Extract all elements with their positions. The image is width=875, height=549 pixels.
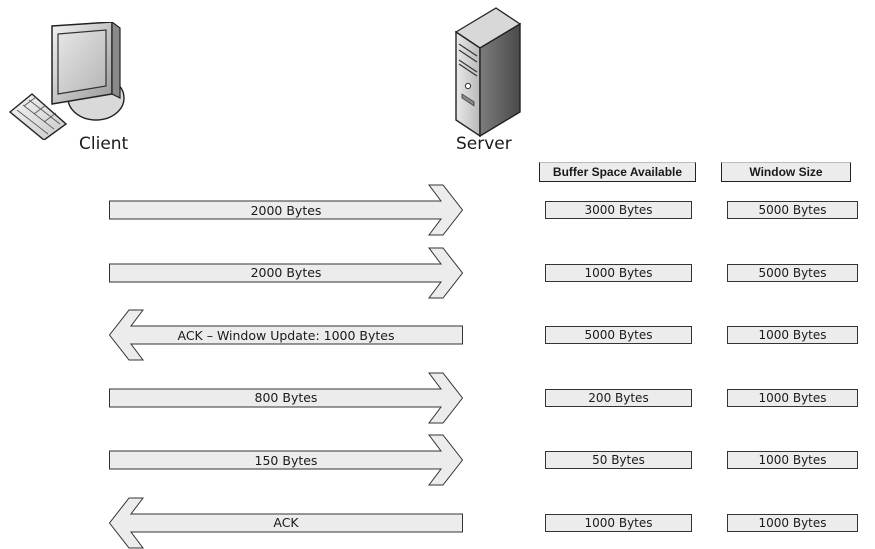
buffer-space-cell: 3000 Bytes [545,201,692,219]
arrow-body [109,372,464,423]
server-label: Server [456,134,512,154]
tower-server-icon [454,7,522,138]
arrow-left-shape [108,497,463,548]
message-arrow: ACK [108,497,463,549]
arrow-body [108,497,463,548]
arrow-right-shape [109,247,464,298]
arrow-left-shape [108,309,463,361]
window-size-cell: 1000 Bytes [727,326,858,344]
arrow-body [108,309,463,361]
message-label: 2000 Bytes [250,202,322,218]
message-arrow: ACK – Window Update: 1000 Bytes [108,309,463,361]
buffer-space-cell: 50 Bytes [545,451,692,469]
arrow-right-shape [109,184,464,236]
buffer-space-cell: 5000 Bytes [545,326,692,344]
window-size-cell: 1000 Bytes [727,451,858,469]
arrow-right-shape [109,372,464,423]
window-size-header: Window Size [721,162,851,182]
message-arrow: 2000 Bytes [109,184,464,236]
arrow-body [109,184,464,236]
buffer-space-cell: 1000 Bytes [545,513,692,532]
arrow-body [109,247,464,298]
client-label: Client [79,134,129,154]
window-size-cell: 1000 Bytes [727,388,858,407]
buffer-space-header: Buffer Space Available [539,162,696,182]
message-arrow: 800 Bytes [109,372,464,424]
window-size-cell: 5000 Bytes [727,263,858,282]
arrow-body [109,434,464,486]
buffer-space-cell: 1000 Bytes [545,263,692,282]
desktop-computer-icon [8,22,125,140]
window-size-cell: 1000 Bytes [727,513,858,532]
message-arrow: 2000 Bytes [109,247,464,299]
message-label: ACK – Window Update: 1000 Bytes [177,327,395,343]
window-size-cell: 5000 Bytes [727,201,858,219]
message-label: 800 Bytes [254,390,318,405]
buffer-space-cell: 200 Bytes [545,388,692,407]
arrow-right-shape [109,434,464,486]
message-label: 2000 Bytes [250,265,322,280]
message-arrow: 150 Bytes [109,434,464,486]
message-label: ACK [273,515,299,530]
message-label: 150 Bytes [254,452,318,468]
